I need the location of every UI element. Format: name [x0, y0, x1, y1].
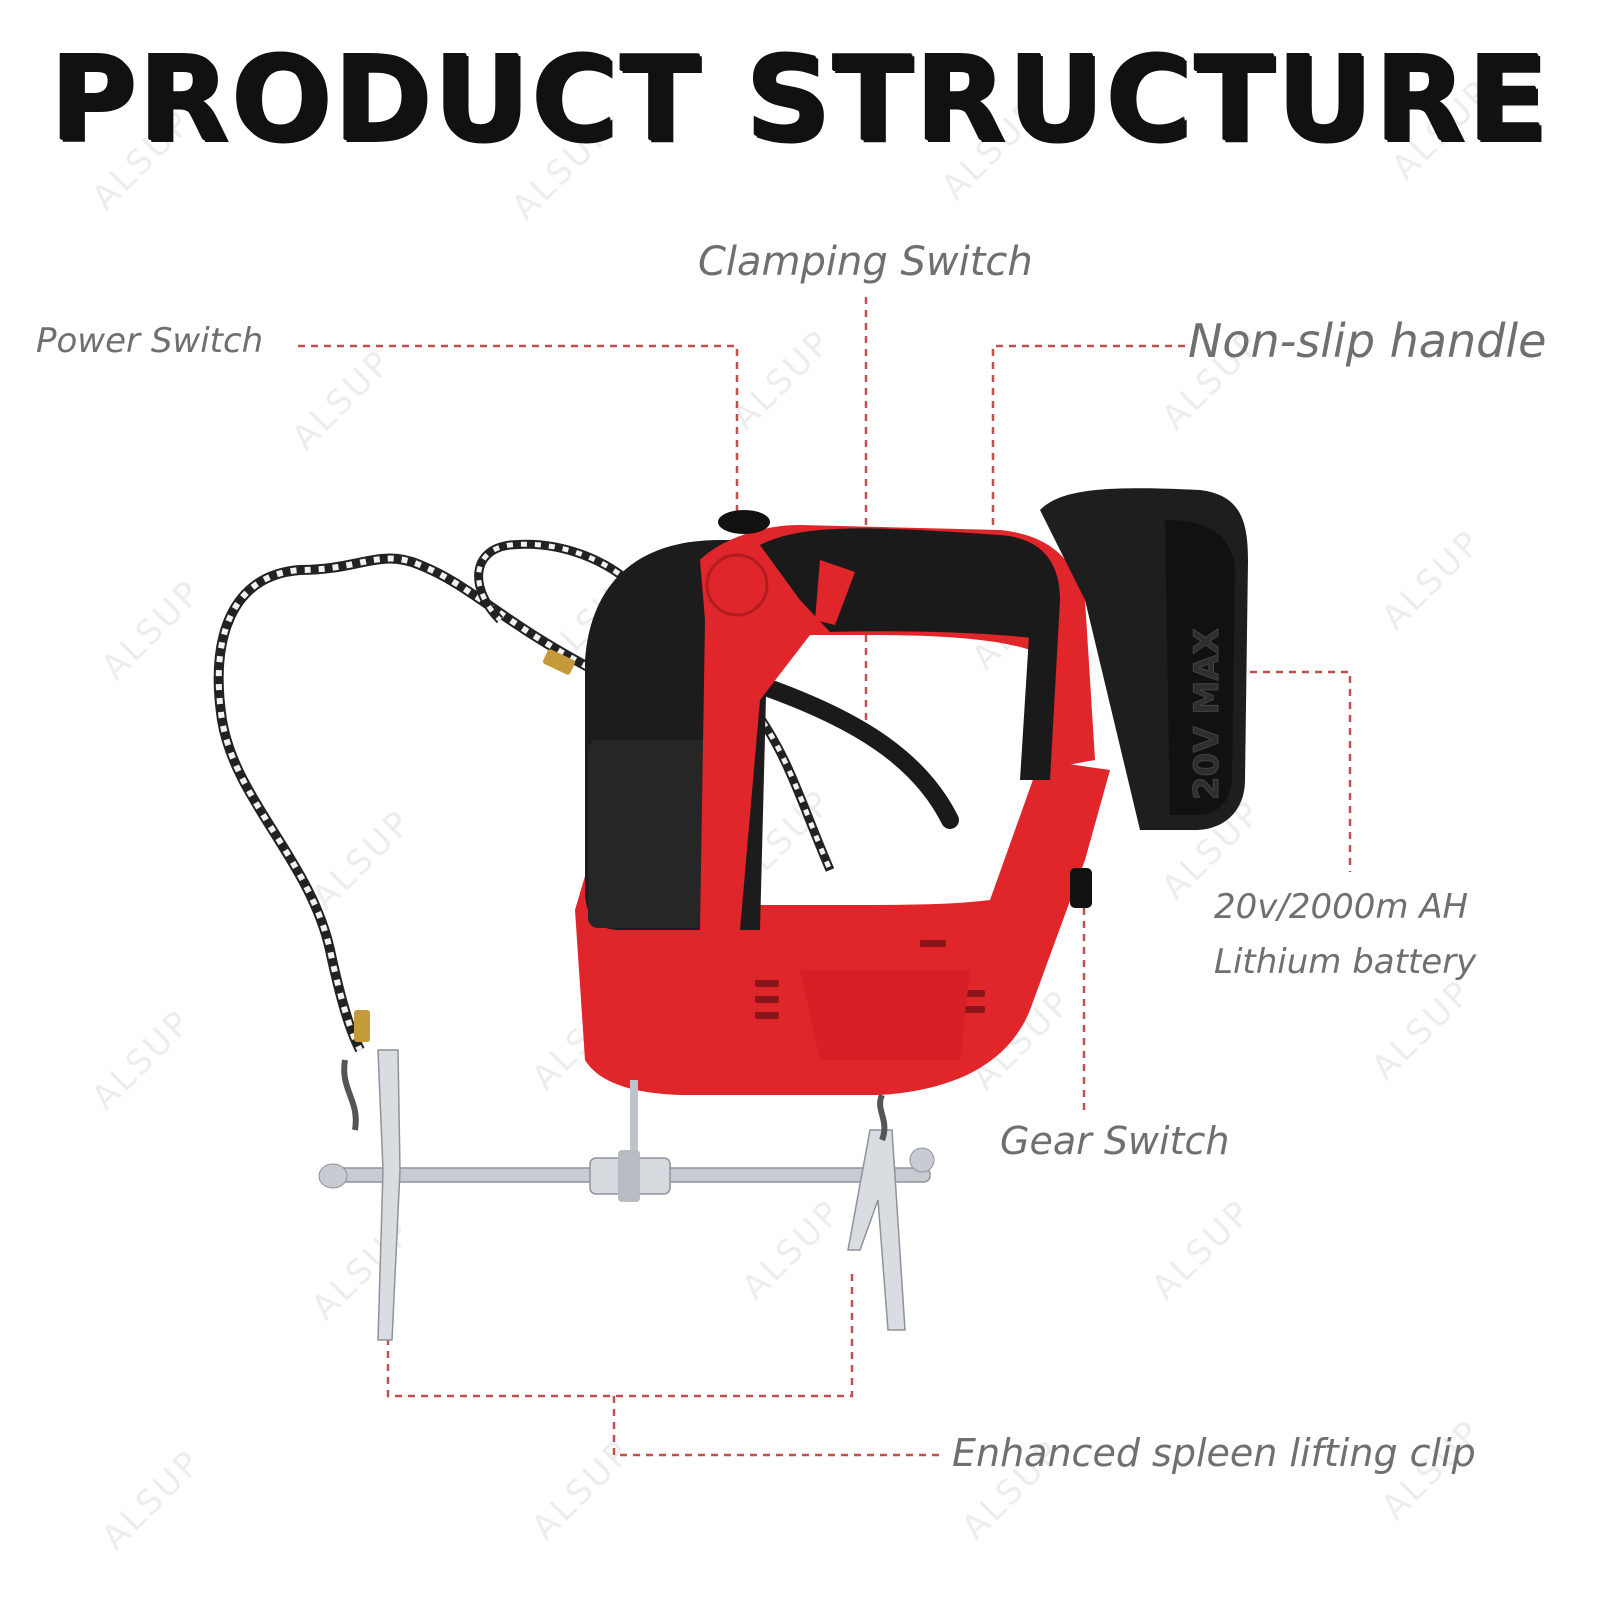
- leader-battery: [1237, 670, 1352, 872]
- hose-connector-bottom: [354, 1010, 370, 1042]
- battery-pack: 20V MAX: [1040, 488, 1248, 830]
- label-clamping-switch: Clamping Switch: [698, 239, 1033, 285]
- clamp-lever: [705, 553, 769, 617]
- leader-clip: [612, 1396, 942, 1457]
- label-non-slip-handle: Non-slip handle: [1188, 314, 1547, 368]
- hose-connector-top: [543, 649, 575, 675]
- label-battery-line2: Lithium battery: [1214, 942, 1477, 982]
- tool-body: [575, 510, 1110, 1095]
- label-battery-line1: 20v/2000m AH: [1214, 887, 1469, 927]
- battery-marking: 20V MAX: [1187, 628, 1227, 800]
- label-power-switch: Power Switch: [36, 321, 264, 361]
- label-gear-switch: Gear Switch: [1000, 1119, 1230, 1163]
- spleen-lifting-clip: [318, 1049, 935, 1341]
- gear-switch: [1070, 868, 1092, 908]
- label-clip: Enhanced spleen lifting clip: [952, 1431, 1476, 1475]
- page-title: PRODUCT STRUCTURE: [49, 30, 1551, 168]
- braided-hose: [213, 539, 835, 1053]
- leader-clip-bracket: [386, 1260, 854, 1398]
- black-hose: [751, 676, 959, 829]
- leader-lines: [298, 297, 1352, 1457]
- leader-power-switch: [298, 344, 739, 518]
- power-switch-knob: [718, 510, 770, 534]
